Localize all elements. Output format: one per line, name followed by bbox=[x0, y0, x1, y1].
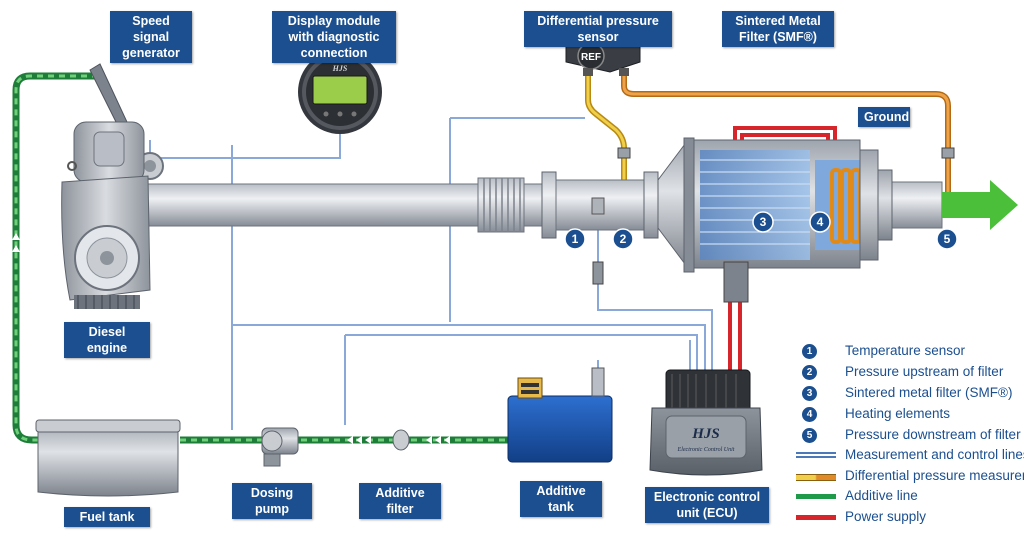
label-additive-filter: Additive filter bbox=[359, 483, 441, 519]
legend-item-heating-elements: 4 Heating elements bbox=[796, 404, 1024, 424]
legend-label: Pressure upstream of filter bbox=[845, 364, 1004, 379]
legend-label: Measurement and control lines bbox=[845, 447, 1024, 462]
svg-text:5: 5 bbox=[944, 232, 951, 246]
legend-item-differential-pressure: Differential pressure measurem bbox=[796, 466, 1024, 486]
additive-tank bbox=[507, 367, 613, 463]
legend-label: Power supply bbox=[845, 509, 927, 524]
legend-number: 4 bbox=[802, 407, 817, 422]
legend-item-pressure-downstream: 5 Pressure downstream of filter bbox=[796, 425, 1024, 445]
additive-line bbox=[12, 72, 510, 444]
svg-text:3: 3 bbox=[760, 215, 767, 229]
svg-text:HJS: HJS bbox=[332, 64, 348, 73]
label-differential-pressure-sensor: Differential pressure sensor bbox=[524, 11, 672, 47]
svg-text:4: 4 bbox=[817, 215, 824, 229]
svg-text:HJS: HJS bbox=[691, 426, 720, 442]
label-sintered-metal-filter: Sintered Metal Filter (SMF®) bbox=[722, 11, 834, 47]
sensor-taps bbox=[591, 147, 955, 303]
legend-item-power-supply: Power supply bbox=[796, 507, 1024, 527]
legend-number: 3 bbox=[802, 386, 817, 401]
svg-text:Electronic Control Unit: Electronic Control Unit bbox=[677, 447, 735, 453]
legend-swatch-control bbox=[796, 452, 836, 458]
legend-number: 1 bbox=[802, 344, 817, 359]
label-dosing-pump: Dosing pump bbox=[232, 483, 312, 519]
legend-item-additive-line: Additive line bbox=[796, 486, 1024, 506]
point-marker-2: 2 bbox=[612, 228, 634, 250]
label-fuel-tank: Fuel tank bbox=[64, 507, 150, 527]
legend-swatch-additive bbox=[796, 494, 836, 499]
svg-text:1: 1 bbox=[572, 232, 579, 246]
point-marker-4: 4 bbox=[809, 211, 831, 233]
label-display-module: Display module with diagnostic connectio… bbox=[272, 11, 396, 63]
additive-filter bbox=[392, 429, 410, 451]
electronic-control-unit: HJS Electronic Control Unit bbox=[649, 369, 763, 476]
svg-text:REF: REF bbox=[581, 52, 601, 63]
legend-number: 5 bbox=[802, 428, 817, 443]
exhaust-pipe bbox=[147, 171, 943, 239]
legend-number: 2 bbox=[802, 365, 817, 380]
exhaust-outlet-arrow bbox=[942, 180, 1018, 230]
legend-label: Temperature sensor bbox=[845, 343, 966, 358]
label-ecu: Electronic control unit (ECU) bbox=[645, 487, 769, 523]
legend-label: Sintered metal filter (SMF®) bbox=[845, 385, 1013, 400]
label-diesel-engine: Diesel engine bbox=[64, 322, 150, 358]
legend-swatch-pressure bbox=[796, 474, 836, 481]
fuel-tank bbox=[35, 419, 181, 497]
legend-label: Differential pressure measurem bbox=[845, 468, 1024, 483]
label-speed-signal-generator: Speed signal generator bbox=[110, 11, 192, 63]
diesel-engine bbox=[61, 63, 151, 309]
legend-item-temperature-sensor: 1 Temperature sensor bbox=[796, 341, 1024, 361]
dosing-pump bbox=[261, 427, 299, 467]
legend-item-pressure-upstream: 2 Pressure upstream of filter bbox=[796, 362, 1024, 382]
point-markers: 1 2 3 4 5 bbox=[564, 211, 958, 250]
legend-label: Heating elements bbox=[845, 406, 951, 421]
legend-label: Additive line bbox=[845, 488, 918, 503]
control-lines bbox=[149, 117, 713, 430]
pressure-lines bbox=[585, 72, 951, 200]
point-marker-5: 5 bbox=[936, 228, 958, 250]
point-marker-3: 3 bbox=[752, 211, 774, 233]
legend-item-sintered-metal-filter: 3 Sintered metal filter (SMF®) bbox=[796, 383, 1024, 403]
filter-housing bbox=[657, 137, 893, 273]
display-module: HJS bbox=[298, 50, 382, 134]
label-additive-tank: Additive tank bbox=[520, 481, 602, 517]
point-marker-1: 1 bbox=[564, 228, 586, 250]
legend-item-control-lines: Measurement and control lines bbox=[796, 445, 1024, 465]
legend-label: Pressure downstream of filter bbox=[845, 427, 1021, 442]
flex-bellows bbox=[477, 177, 525, 233]
label-ground: Ground bbox=[858, 107, 910, 127]
legend-swatch-power bbox=[796, 515, 836, 520]
svg-text:2: 2 bbox=[620, 232, 627, 246]
